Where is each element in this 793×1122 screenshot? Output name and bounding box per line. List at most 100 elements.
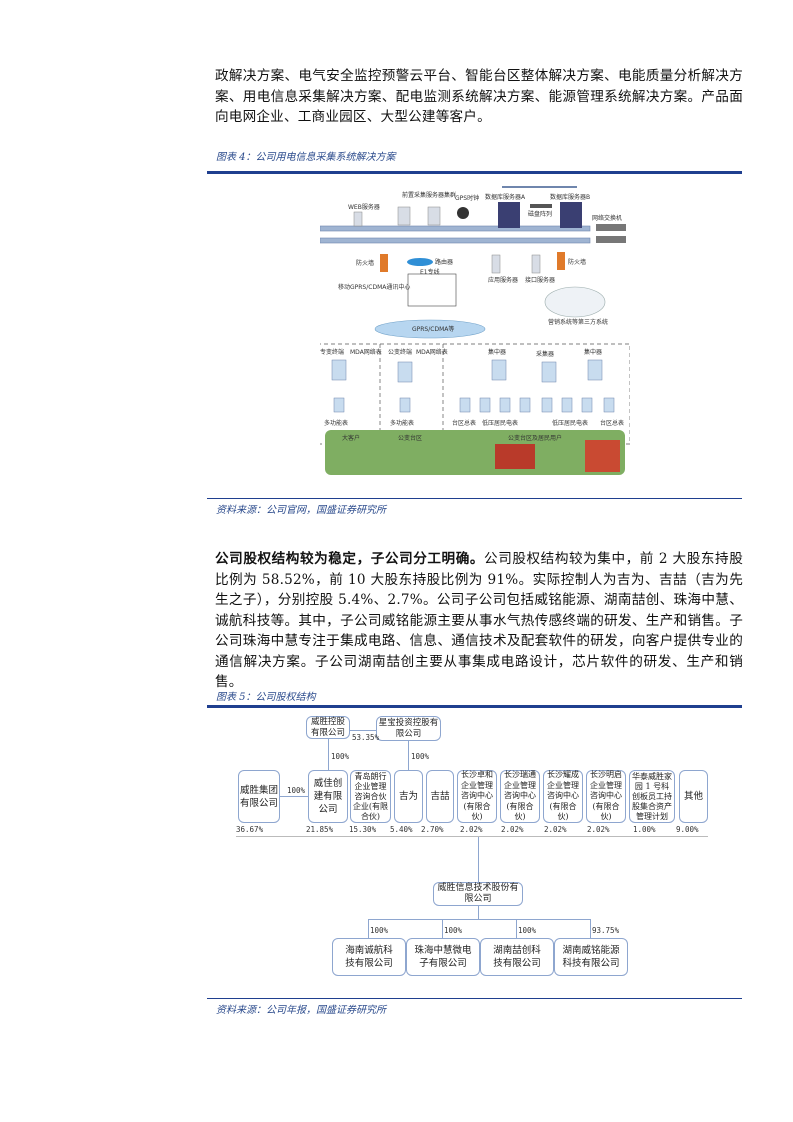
switch-icon [596, 236, 626, 243]
db-server-a-icon [498, 202, 520, 228]
figure5-top-rule [207, 705, 742, 708]
svg-text:多功能表: 多功能表 [390, 419, 414, 427]
svg-text:公变终端: 公变终端 [388, 348, 412, 356]
firewall-icon [380, 254, 388, 272]
app-server-icon [491, 254, 501, 274]
svg-text:磁盘阵列: 磁盘阵列 [528, 210, 552, 218]
landscape-illustration [325, 430, 625, 475]
svg-text:公变台区: 公变台区 [398, 434, 422, 442]
router-icon [407, 258, 433, 266]
subsidiary-pct: 93.75% [592, 926, 620, 935]
shareholder-pct: 2.02% [587, 825, 610, 834]
svg-text:防火墙: 防火墙 [356, 259, 374, 267]
svg-text:数据库服务器A: 数据库服务器A [485, 193, 526, 201]
figure4-bottom-rule [207, 498, 742, 500]
shareholder-box: 长沙耀成企业管理咨询中心(有限合伙) [543, 770, 583, 823]
svg-text:GPRS/CDMA等: GPRS/CDMA等 [412, 325, 454, 333]
comm-center-box [407, 273, 457, 307]
company-box: 威胜信息技术股份有限公司 [433, 882, 523, 906]
svg-text:多功能表: 多功能表 [324, 419, 348, 427]
svg-text:大客户: 大客户 [342, 434, 360, 442]
db-server-b-icon [560, 202, 582, 228]
shareholder-box: 威胜集团有限公司 [238, 770, 280, 823]
shareholder-box: 长沙明启企业管理咨询中心(有限合伙) [586, 770, 626, 823]
figure5-source: 资料来源：公司年报，国盛证券研究所 [216, 1005, 386, 1016]
subsidiary-pct: 100% [518, 926, 537, 935]
svg-text:WEB服务器: WEB服务器 [348, 203, 380, 211]
disk-array-icon [530, 204, 552, 208]
holding-stake: 100% [331, 752, 350, 761]
svg-text:数据库服务器B: 数据库服务器B [550, 193, 590, 201]
shareholder-pct: 2.02% [460, 825, 483, 834]
figure4-top-rule [207, 171, 742, 174]
shareholder-pct: 36.67% [236, 825, 264, 834]
svg-text:网络交换机: 网络交换机 [592, 214, 622, 222]
front-server-icon [397, 206, 411, 226]
db-bus [502, 186, 577, 188]
paragraph-lead: 公司股权结构较为稳定，子公司分工明确。 [215, 551, 485, 567]
group-stake: 100% [287, 786, 306, 795]
svg-text:路由器: 路由器 [435, 258, 453, 266]
shareholder-box: 吉为 [394, 770, 423, 823]
svg-text:E1专线: E1专线 [420, 268, 440, 276]
svg-text:集中器: 集中器 [488, 348, 506, 356]
figure4-caption: 图表 4：公司用电信息采集系统解决方案 [216, 152, 396, 163]
front-server-icon [427, 206, 441, 226]
shareholder-box: 长沙卓和企业管理咨询中心(有限合伙) [457, 770, 497, 823]
figure5-caption: 图表 5：公司股权结构 [216, 692, 316, 703]
svg-text:集中器: 集中器 [584, 348, 602, 356]
svg-text:低压居民电表: 低压居民电表 [552, 419, 588, 427]
svg-text:防火墙: 防火墙 [568, 258, 586, 266]
terminal-zone [320, 343, 630, 445]
svg-text:台区总表: 台区总表 [600, 419, 624, 427]
shareholder-pct: 1.00% [633, 825, 656, 834]
subsidiary-box: 海南诚航科技有限公司 [332, 938, 406, 976]
svg-text:前置采集服务器集群: 前置采集服务器集群 [402, 191, 456, 199]
subsidiary-box: 湖南威铭能源科技有限公司 [554, 938, 628, 976]
svg-text:GPS时钟: GPS时钟 [455, 194, 479, 202]
shareholder-box: 吉喆 [426, 770, 454, 823]
svg-text:公变台区及居民用户: 公变台区及居民用户 [508, 434, 562, 442]
shareholder-pct: 15.30% [349, 825, 377, 834]
web-server-icon [353, 211, 363, 227]
svg-text:应用服务器: 应用服务器 [488, 276, 518, 284]
svg-text:低压居民电表: 低压居民电表 [482, 419, 518, 427]
subsidiary-pct: 100% [370, 926, 389, 935]
svg-text:台区总表: 台区总表 [452, 419, 476, 427]
shareholder-pct: 2.70% [421, 825, 444, 834]
intro-paragraph: 政解决方案、电气安全监控预警云平台、智能台区整体解决方案、电能质量分析解决方案、… [215, 68, 743, 125]
svg-text:采集器: 采集器 [536, 350, 554, 358]
interface-server-icon [531, 254, 541, 274]
svg-text:接口服务器: 接口服务器 [525, 276, 555, 284]
figure4-source: 资料来源：公司官网，国盛证券研究所 [216, 505, 386, 516]
shareholder-pct: 2.02% [544, 825, 567, 834]
svg-text:营销系统等第三方系统: 营销系统等第三方系统 [548, 318, 608, 326]
figure4-diagram: WEB服务器 前置采集服务器集群 GPS时钟 数据库服务器A 数据库服务器B 磁… [320, 186, 630, 475]
third-party-cloud [544, 286, 606, 318]
weisheng-holding-box: 威胜控股有限公司 [306, 716, 350, 739]
figure5-bottom-rule [207, 998, 742, 1000]
shareholder-box: 青岛朗行企业管理咨询合伙企业(有限合伙) [350, 770, 391, 823]
firewall-icon [557, 252, 565, 270]
paragraph-body: 公司股权结构较为集中，前 2 大股东持股比例为 58.52%，前 10 大股东持… [215, 551, 743, 690]
shareholder-pct: 5.40% [390, 825, 413, 834]
subsidiary-box: 珠海中慧微电子有限公司 [406, 938, 480, 976]
ownership-paragraph: 公司股权结构较为稳定，子公司分工明确。公司股权结构较为集中，前 2 大股东持股比… [215, 549, 743, 693]
svg-text:移动GPRS/CDMA通讯中心: 移动GPRS/CDMA通讯中心 [338, 283, 410, 291]
network-bus-2 [320, 237, 591, 244]
svg-text:专变终端: 专变终端 [320, 348, 344, 356]
shareholder-pct: 2.02% [501, 825, 524, 834]
svg-text:MDA网络表: MDA网络表 [350, 348, 382, 356]
jiwei-stake: 100% [411, 752, 430, 761]
gprs-cloud [374, 319, 486, 339]
subsidiary-pct: 100% [444, 926, 463, 935]
network-bus-1 [320, 225, 591, 232]
shareholder-pct: 21.85% [306, 825, 334, 834]
shareholder-box: 其他 [679, 770, 708, 823]
shareholder-box: 威佳创建有限公司 [308, 770, 348, 823]
shareholder-box: 长沙瑞通企业管理咨询中心(有限合伙) [500, 770, 540, 823]
gps-clock-icon [457, 207, 469, 219]
xingbao-stake: 53.35% [352, 733, 380, 742]
switch-icon [596, 224, 626, 231]
